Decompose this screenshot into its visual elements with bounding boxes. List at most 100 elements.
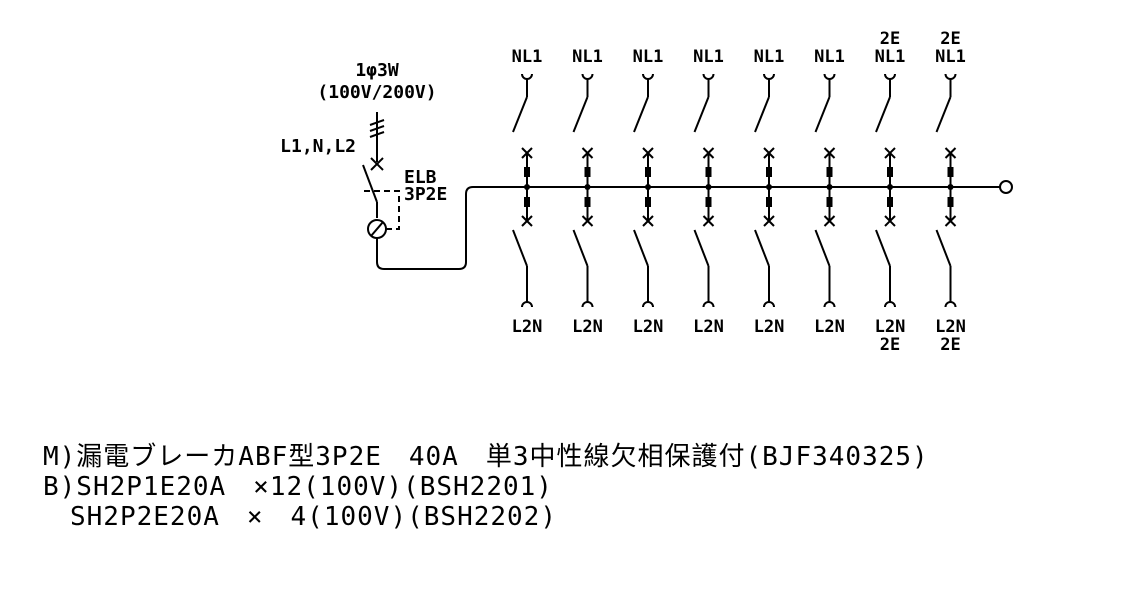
branch-breaker-lower xyxy=(887,197,893,207)
branch-top-label: NL1 xyxy=(633,47,664,67)
branch-top-tag: 2E xyxy=(940,29,960,49)
branch-bus-node xyxy=(887,184,893,190)
elb-zct-slash xyxy=(370,221,384,237)
branch-top-switch xyxy=(633,96,649,133)
branch-bottom-switch xyxy=(935,229,952,267)
branch-bus-node xyxy=(645,184,651,190)
branch-bottom-switch xyxy=(693,229,710,267)
branch-breaker-upper xyxy=(705,167,712,177)
supply-lines-label: L1,N,L2 xyxy=(280,136,356,157)
branch-bottom-x-b xyxy=(763,215,775,227)
branch-breaker-upper xyxy=(826,167,833,177)
branch-top-switch xyxy=(512,96,528,133)
branch-breaker-lower xyxy=(584,197,591,207)
branch-top-switch xyxy=(754,96,770,133)
branch-bottom-terminal xyxy=(823,301,836,308)
branch-breaker-upper xyxy=(645,167,651,177)
branch-top-terminal xyxy=(944,73,957,80)
branch-top-label: NL1 xyxy=(512,47,543,67)
branch-bottom-label: L2N xyxy=(633,317,664,337)
supply-section xyxy=(362,112,1013,270)
branch-top-label: NL1 xyxy=(572,47,603,67)
branch-bottom-switch xyxy=(633,229,649,267)
supply-phase-label: 1φ3W xyxy=(355,60,399,81)
branch-breaker-upper xyxy=(584,167,591,177)
branch-bottom-switch xyxy=(875,229,891,267)
branch-top-label: NL1 xyxy=(875,47,906,67)
branch-breaker-lower xyxy=(645,197,651,207)
branch-bottom-tag: 2E xyxy=(940,335,960,355)
branch-bottom-x-b xyxy=(702,215,715,227)
branch-circuits: NL1L2NNL1L2NNL1L2NNL1L2NNL1L2NNL1L2N2ENL… xyxy=(512,29,966,355)
branch-top-terminal xyxy=(884,73,896,80)
branch-breaker-lower xyxy=(524,197,530,207)
breaker-poles-label: 3P2E xyxy=(404,184,447,205)
branch-bottom-label: L2N xyxy=(754,317,785,337)
branch-bottom-terminal xyxy=(702,301,715,308)
branch-bottom-label: L2N xyxy=(572,317,603,337)
branch-bottom-terminal xyxy=(581,301,594,308)
wire-hash-1 xyxy=(369,119,385,126)
branch-bottom-x-b xyxy=(642,215,654,227)
branch-bottom-x-b xyxy=(884,215,896,227)
branch-top-switch xyxy=(693,96,710,133)
branch-top-terminal xyxy=(521,73,533,80)
branch-bottom-terminal xyxy=(642,301,654,308)
branch-bottom-x-b xyxy=(944,215,957,227)
branch-top-label: NL1 xyxy=(935,47,966,67)
branch-bottom-label: L2N xyxy=(935,317,966,337)
breaker-type-label: ELB xyxy=(404,167,437,188)
branch-bottom-label: L2N xyxy=(693,317,724,337)
branch-bottom-x-b xyxy=(581,215,594,227)
branch-top-terminal xyxy=(702,73,715,80)
spec-line-branch-1e: B)SH2P1E20A ×12(100V)(BSH2201) xyxy=(43,472,553,502)
wire-hash-3 xyxy=(369,131,385,138)
branch-top-terminal xyxy=(823,73,836,80)
elb-switch-blade xyxy=(362,164,378,203)
branch-top-tag: 2E xyxy=(880,29,900,49)
branch-bottom-x-b xyxy=(823,215,836,227)
branch-breaker-upper xyxy=(766,167,772,177)
branch-bottom-terminal xyxy=(944,301,957,308)
elb-trip-linkage xyxy=(363,190,400,230)
branch-top-label: NL1 xyxy=(814,47,845,67)
wire-hash-2 xyxy=(369,125,385,132)
branch-top-switch xyxy=(935,96,952,133)
branch-top-switch xyxy=(875,96,891,133)
branch-bus-node xyxy=(766,184,772,190)
branch-bottom-terminal xyxy=(884,301,896,308)
branch-breaker-lower xyxy=(705,197,712,207)
branch-breaker-upper xyxy=(887,167,893,177)
branch-bottom-label: L2N xyxy=(512,317,543,337)
branch-bottom-switch xyxy=(512,229,528,267)
branch-bottom-label: L2N xyxy=(875,317,906,337)
busbar-terminal xyxy=(999,180,1013,194)
branch-bus-node xyxy=(947,184,954,190)
main-busbar xyxy=(376,186,1000,270)
spec-line-main-breaker: M)漏電ブレーカABF型3P2E 40A 単3中性線欠相保護付(BJF34032… xyxy=(43,442,929,472)
branch-bottom-switch xyxy=(754,229,770,267)
branch-bottom-tag: 2E xyxy=(880,335,900,355)
branch-bottom-terminal xyxy=(763,301,775,308)
branch-top-terminal xyxy=(581,73,594,80)
branch-top-label: NL1 xyxy=(693,47,724,67)
supply-voltage-label: (100V/200V) xyxy=(317,82,436,103)
branch-top-terminal xyxy=(642,73,654,80)
branch-bus-node xyxy=(584,184,591,190)
branch-bottom-x-b xyxy=(521,215,533,227)
branch-bus-node xyxy=(826,184,833,190)
branch-top-switch xyxy=(572,96,589,133)
spec-line-branch-2e: SH2P2E20A × 4(100V)(BSH2202) xyxy=(43,502,557,532)
branch-top-label: NL1 xyxy=(754,47,785,67)
branch-top-terminal xyxy=(763,73,775,80)
branch-bus-node xyxy=(705,184,712,190)
branch-breaker-lower xyxy=(947,197,954,207)
